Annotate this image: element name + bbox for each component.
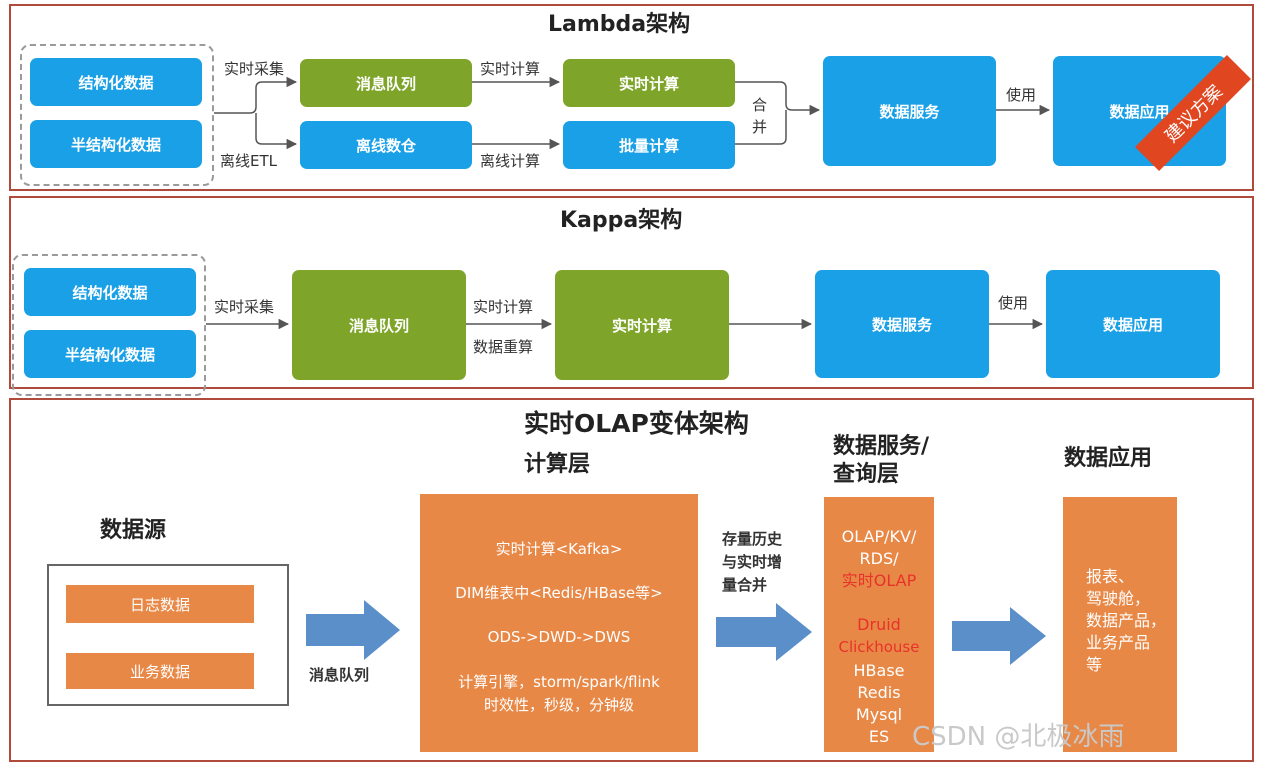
- watermark: CSDN @北极冰雨: [912, 722, 1125, 752]
- olap-compute-line-5: 时效性，秒级，分钟级: [483, 696, 634, 714]
- kappa-title: Kappa架构: [560, 208, 683, 233]
- olap-source-title: 数据源: [100, 518, 167, 543]
- olap-merge-3: 量合并: [722, 576, 768, 594]
- olap-service-line-3: 实时OLAP: [841, 571, 917, 590]
- olap-compute-line-4: 计算引擎，storm/spark/flink: [458, 673, 660, 691]
- lambda-source-semistructured: 半结构化数据: [30, 120, 202, 168]
- lambda-label-use: 使用: [1006, 86, 1037, 104]
- olap-compute-line-1: 实时计算<Kafka>: [495, 540, 623, 558]
- olap-service-line-7: Redis: [857, 683, 901, 702]
- lambda-connectors: [214, 76, 1051, 150]
- olap-service-box: [824, 497, 934, 752]
- lambda-label-offline: 离线计算: [480, 152, 541, 170]
- olap-merge-2: 与实时增: [722, 553, 783, 571]
- olap-label-queue: 消息队列: [309, 666, 370, 684]
- olap-service-line-1: OLAP/KV/: [841, 527, 917, 546]
- olap-service-line-8: Mysql: [855, 705, 903, 724]
- olap-app-title: 数据应用: [1064, 446, 1153, 471]
- olap-service-title-2: 查询层: [833, 462, 900, 487]
- olap-compute-line-2: DIM维表中<Redis/HBase等>: [455, 584, 663, 602]
- lambda-label-collect: 实时采集: [224, 60, 285, 78]
- kappa-source-structured: 结构化数据: [24, 268, 196, 316]
- kappa-label-use: 使用: [998, 294, 1029, 312]
- kappa-label-recompute: 数据重算: [473, 338, 534, 356]
- olap-service-line-9: ES: [868, 727, 890, 746]
- olap-service-line-2: RDS/: [859, 549, 899, 568]
- kappa-source-group: [12, 254, 206, 396]
- lambda-warehouse-box: 离线数仓: [300, 121, 472, 169]
- kappa-app-box: 数据应用: [1046, 270, 1220, 378]
- lambda-title: Lambda架构: [548, 12, 691, 37]
- kappa-label-compute: 实时计算: [473, 298, 534, 316]
- olap-compute-box: [420, 494, 698, 752]
- kappa-service-box: 数据服务: [815, 270, 989, 378]
- lambda-arrow-merge-bottom: [735, 110, 787, 145]
- lambda-batch-box: 批量计算: [563, 121, 735, 169]
- olap-compute-title: 计算层: [524, 452, 591, 477]
- kappa-label-collect: 实时采集: [214, 298, 275, 316]
- lambda-queue-box: 消息队列: [300, 59, 472, 107]
- olap-arrow-merge: [716, 603, 812, 661]
- lambda-service-box: 数据服务: [823, 56, 996, 166]
- olap-title: 实时OLAP变体架构: [524, 409, 749, 438]
- olap-arrows: [306, 600, 1046, 665]
- olap-service-line-6: HBase: [853, 661, 905, 680]
- olap-source-business: 业务数据: [66, 653, 254, 689]
- kappa-source-semistructured: 半结构化数据: [24, 330, 196, 378]
- olap-source-log: 日志数据: [66, 585, 254, 623]
- olap-service-title-1: 数据服务/: [833, 434, 930, 459]
- lambda-arrow-merge-top: [735, 81, 821, 116]
- olap-source-frame: [47, 564, 289, 706]
- lambda-arrow-to-warehouse: [255, 113, 298, 150]
- lambda-source-group: [20, 44, 214, 186]
- lambda-label-etl: 离线ETL: [220, 152, 277, 170]
- olap-arrow-app: [952, 607, 1046, 665]
- olap-merge-1: 存量历史: [722, 530, 783, 548]
- olap-service-line-5: Clickhouse: [838, 638, 920, 656]
- olap-app-line-2: 驾驶舱，: [1086, 589, 1151, 608]
- kappa-compute-box: 实时计算: [555, 270, 729, 380]
- lambda-source-structured: 结构化数据: [30, 58, 202, 106]
- olap-app-box: [1063, 497, 1177, 752]
- lambda-merge-1: 合: [752, 96, 768, 114]
- kappa-queue-box: 消息队列: [292, 270, 466, 380]
- olap-app-line-1: 报表、: [1086, 567, 1135, 586]
- lambda-label-realtime: 实时计算: [480, 60, 541, 78]
- olap-arrow-queue: [306, 600, 400, 660]
- olap-service-line-4: Druid: [857, 615, 901, 634]
- lambda-realtime-box: 实时计算: [563, 59, 735, 107]
- lambda-arrow-to-queue: [214, 76, 298, 114]
- olap-app-line-4: 业务产品: [1086, 633, 1151, 652]
- olap-app-line-5: 等: [1086, 655, 1103, 674]
- olap-compute-line-3: ODS->DWD->DWS: [487, 628, 631, 646]
- lambda-merge-2: 并: [752, 118, 768, 136]
- olap-app-line-3: 数据产品，: [1086, 611, 1167, 630]
